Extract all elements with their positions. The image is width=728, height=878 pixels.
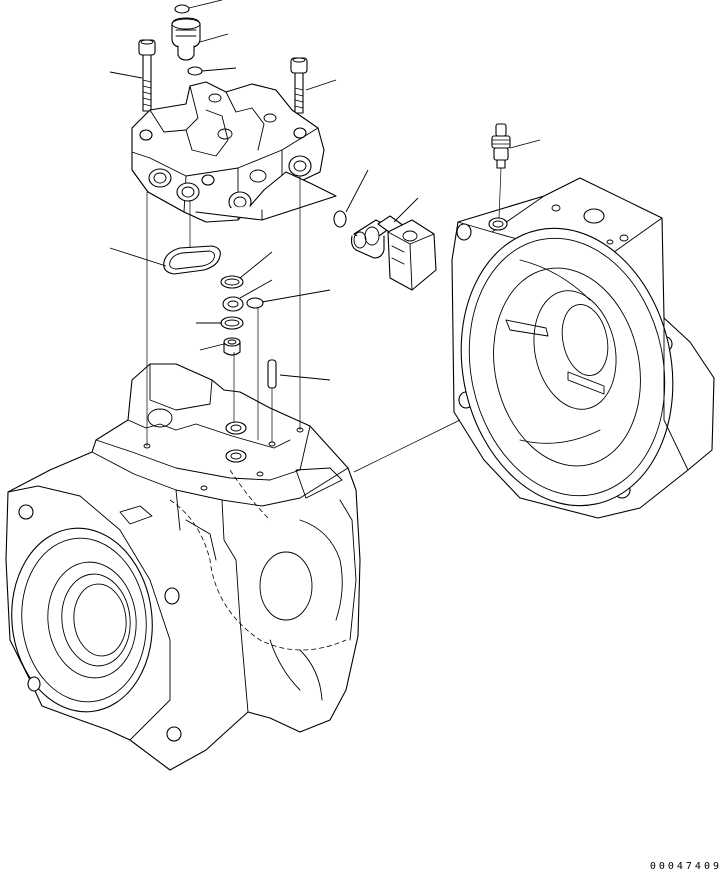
dowel-pin	[268, 360, 276, 388]
leader-lines	[110, 0, 540, 472]
socket-bolt-left	[139, 40, 155, 111]
socket-bolt-right	[291, 58, 307, 113]
bushing	[224, 338, 240, 355]
gasket-seal	[164, 246, 221, 274]
o-ring-seat-1	[221, 276, 243, 288]
o-ring-small	[188, 67, 202, 75]
plug	[172, 18, 200, 60]
o-ring-top	[175, 5, 189, 13]
end-cover	[436, 178, 714, 526]
gasket	[196, 172, 336, 220]
o-ring-seat-2	[221, 317, 243, 329]
solenoid-valve	[352, 216, 437, 290]
o-ring-solenoid	[334, 211, 346, 227]
pump-housing	[3, 364, 360, 770]
small-seal	[247, 298, 263, 308]
sensor-fitting	[492, 124, 510, 168]
drawing-number: 00047409	[649, 861, 722, 872]
ring-seal	[223, 297, 243, 311]
